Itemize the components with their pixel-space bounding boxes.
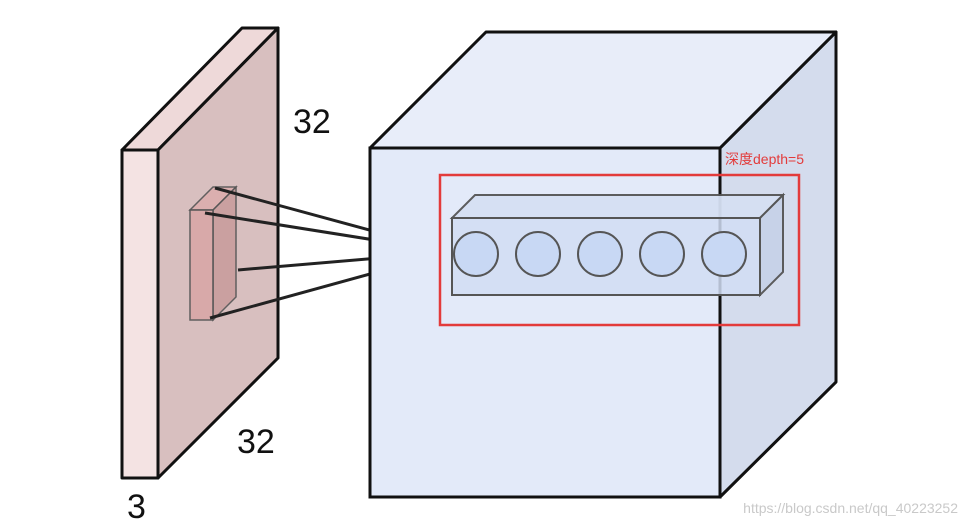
neuron-1 <box>453 231 499 277</box>
receptive-field <box>188 185 238 322</box>
receptive-field-side <box>212 185 237 322</box>
neuron-4 <box>639 231 685 277</box>
input-width-label: 32 <box>237 423 275 461</box>
depth-annotation: 深度depth=5 <box>725 151 804 167</box>
depth-highlight-box <box>438 173 801 327</box>
input-volume-front <box>120 148 160 480</box>
watermark: https://blog.csdn.net/qq_40223252 <box>743 500 958 516</box>
neurons <box>453 231 747 277</box>
neuron-3 <box>577 231 623 277</box>
neuron-column <box>449 192 786 298</box>
receptive-field-front <box>189 209 214 321</box>
neuron-5 <box>701 231 747 277</box>
neuron-2 <box>515 231 561 277</box>
input-height-label: 32 <box>293 103 331 141</box>
neuron-column-top <box>449 194 786 219</box>
input-depth-label: 3 <box>127 488 146 525</box>
